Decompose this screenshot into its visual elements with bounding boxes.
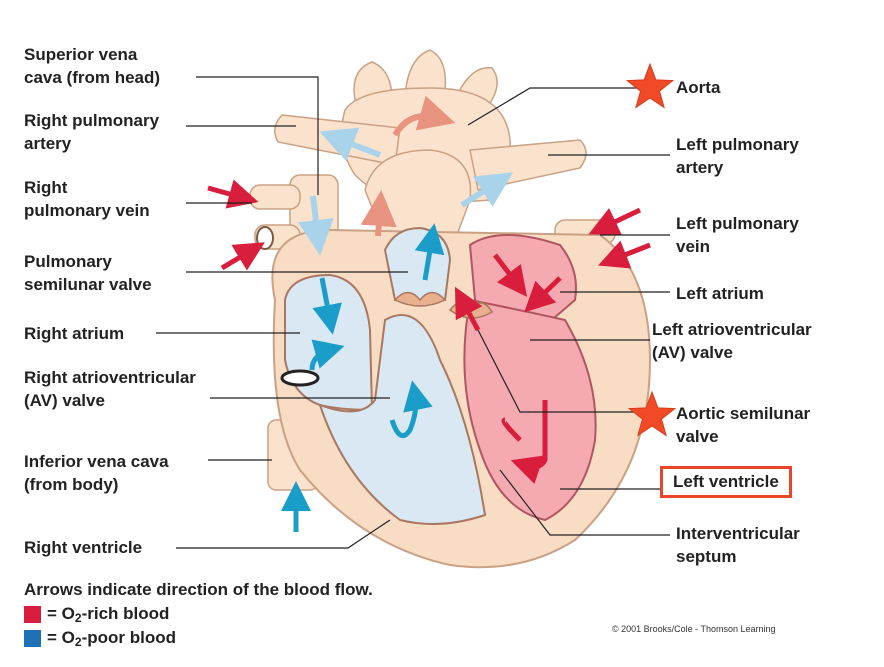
red-arrows bbox=[207, 179, 651, 484]
aortic-valve-star-icon bbox=[627, 390, 677, 437]
blue-arrows bbox=[281, 223, 445, 532]
label-left-av-valve: Left atrioventricular (AV) valve bbox=[652, 320, 812, 362]
label-left-pulmonary-artery: Left pulmonary artery bbox=[676, 135, 799, 177]
right-ventricle-chamber bbox=[318, 314, 487, 525]
pulmonary-lumen bbox=[383, 226, 452, 301]
label-pulmonary-semilunar-valve: Pulmonary semilunar valve bbox=[24, 252, 152, 294]
pink-arrows bbox=[360, 95, 456, 237]
label-superior-vena-cava: Superior vena cava (from head) bbox=[24, 45, 161, 87]
oxygen-poor-subscript: 2 bbox=[74, 635, 82, 649]
oxygen-poor-swatch bbox=[24, 629, 41, 647]
oxygen-poor-suffix: -poor blood bbox=[81, 628, 176, 647]
label-right-av-valve: Right atrioventricular (AV) valve bbox=[24, 368, 196, 410]
oxygen-rich-swatch bbox=[24, 605, 41, 623]
copyright-notice: © 2001 Brooks/Cole - Thomson Learning bbox=[612, 624, 776, 634]
oxygen-poor-prefix: = O bbox=[47, 628, 75, 647]
light-blue-arrows bbox=[297, 127, 514, 256]
legend-title: Arrows indicate direction of the blood f… bbox=[24, 580, 373, 600]
label-right-atrium: Right atrium bbox=[24, 324, 125, 343]
right-atrium-chamber bbox=[284, 273, 374, 412]
tricuspid-opening bbox=[280, 369, 320, 387]
oxygen-rich-prefix: = O bbox=[47, 604, 75, 623]
vein-opening bbox=[256, 226, 274, 250]
label-right-pulmonary-vein: Right pulmonary vein bbox=[24, 178, 150, 220]
aorta-star-icon bbox=[625, 62, 675, 109]
label-left-pulmonary-vein: Left pulmonary vein bbox=[676, 214, 799, 256]
label-aorta: Aorta bbox=[676, 78, 721, 97]
label-interventricular-septum: Interventricular septum bbox=[676, 524, 800, 566]
label-right-ventricle: Right ventricle bbox=[24, 538, 143, 557]
oxygen-rich-subscript: 2 bbox=[74, 611, 82, 625]
right-pulmonary-vein-upper bbox=[249, 184, 301, 210]
pulmonary-valve-shape bbox=[393, 291, 447, 307]
label-inferior-vena-cava: Inferior vena cava (from body) bbox=[24, 452, 169, 494]
label-left-atrium: Left atrium bbox=[676, 284, 764, 303]
leader-lines bbox=[156, 76, 670, 549]
left-ventricle-chamber bbox=[463, 298, 597, 522]
oxygen-rich-suffix: -rich blood bbox=[81, 604, 170, 623]
label-aortic-semilunar-valve: Aortic semilunar valve bbox=[676, 404, 811, 446]
label-left-ventricle: Left ventricle bbox=[660, 466, 792, 498]
legend-title-text: Arrows indicate direction of the blood f… bbox=[24, 580, 373, 599]
aorta-branch-2 bbox=[404, 49, 447, 99]
label-right-pulmonary-artery: Right pulmonary artery bbox=[24, 111, 160, 153]
